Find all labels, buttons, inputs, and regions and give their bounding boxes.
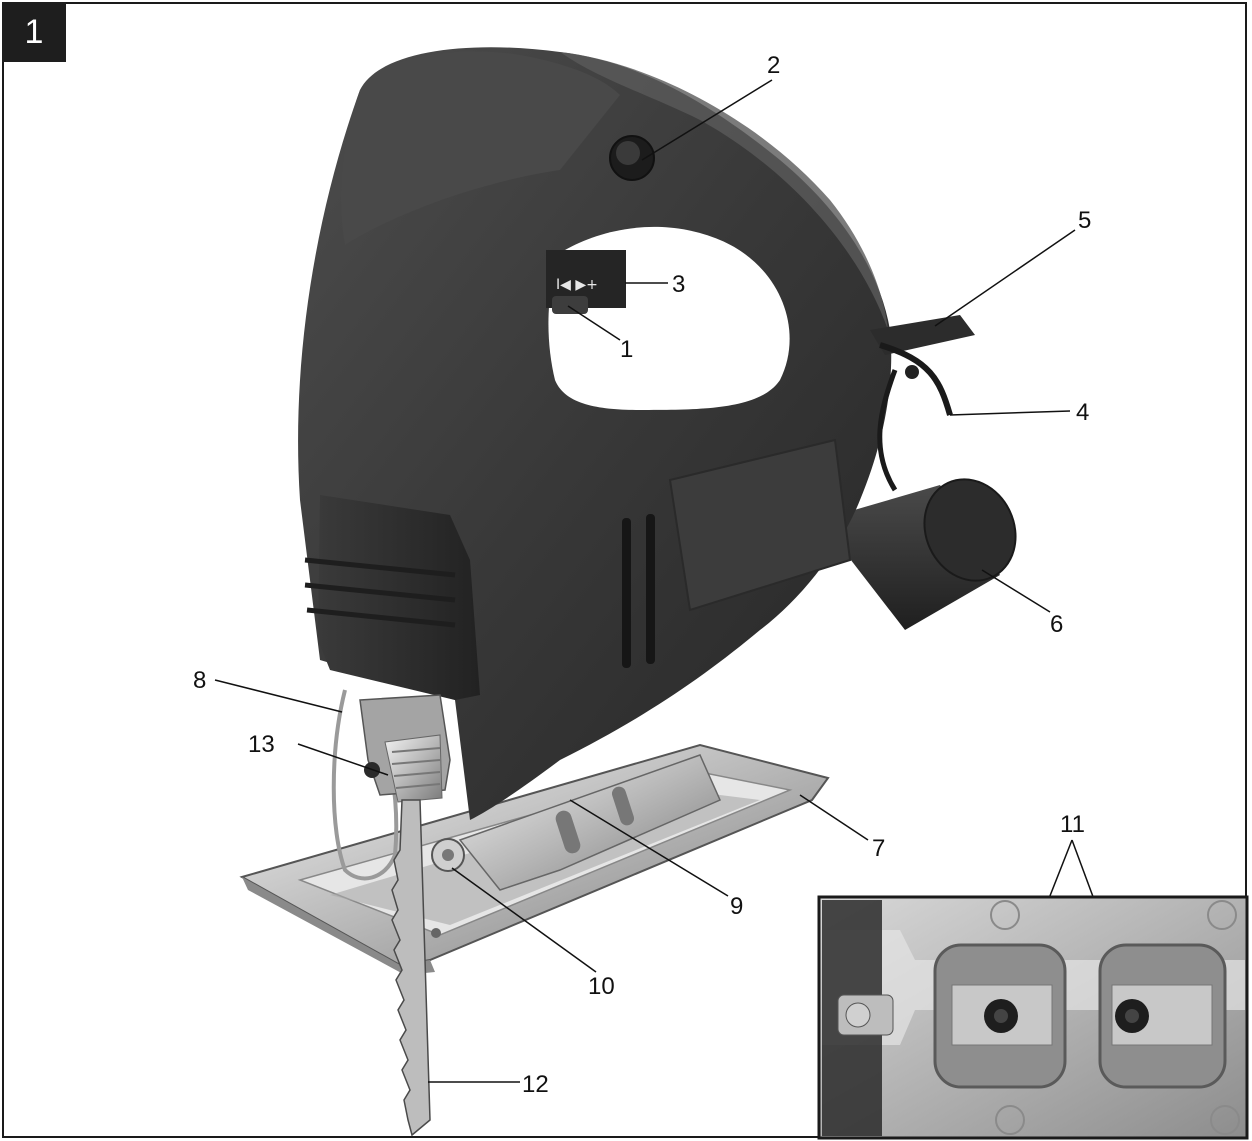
guide-roller <box>431 838 465 872</box>
figure-number-badge: 1 <box>2 2 66 62</box>
speed-control-dial: I◀ ▶+ <box>546 250 626 314</box>
speed-dial-symbols: I◀ ▶+ <box>556 277 598 293</box>
lock-on-button <box>609 135 655 181</box>
callout-11: 11 <box>1060 811 1085 838</box>
callout-13: 13 <box>248 731 275 758</box>
callout-6: 6 <box>1050 611 1063 638</box>
dust-extraction-port <box>820 478 1017 630</box>
callout-9: 9 <box>730 893 743 920</box>
callout-12: 12 <box>522 1071 549 1098</box>
callout-10: 10 <box>588 973 615 1000</box>
inset-detail-base-screws <box>817 895 1249 1140</box>
hex-key-holder <box>870 315 975 492</box>
callout-4: 4 <box>1076 399 1089 426</box>
blade-guide-bracket <box>458 754 721 891</box>
jigsaw-body <box>298 47 892 821</box>
saw-blade <box>391 799 431 1137</box>
callout-2: 2 <box>767 52 780 79</box>
callout-1: 1 <box>620 336 633 363</box>
blade-clamp <box>359 694 451 803</box>
callout-3: 3 <box>672 271 685 298</box>
callout-5: 5 <box>1078 207 1091 234</box>
callout-7: 7 <box>872 835 885 862</box>
callout-8: 8 <box>193 667 206 694</box>
